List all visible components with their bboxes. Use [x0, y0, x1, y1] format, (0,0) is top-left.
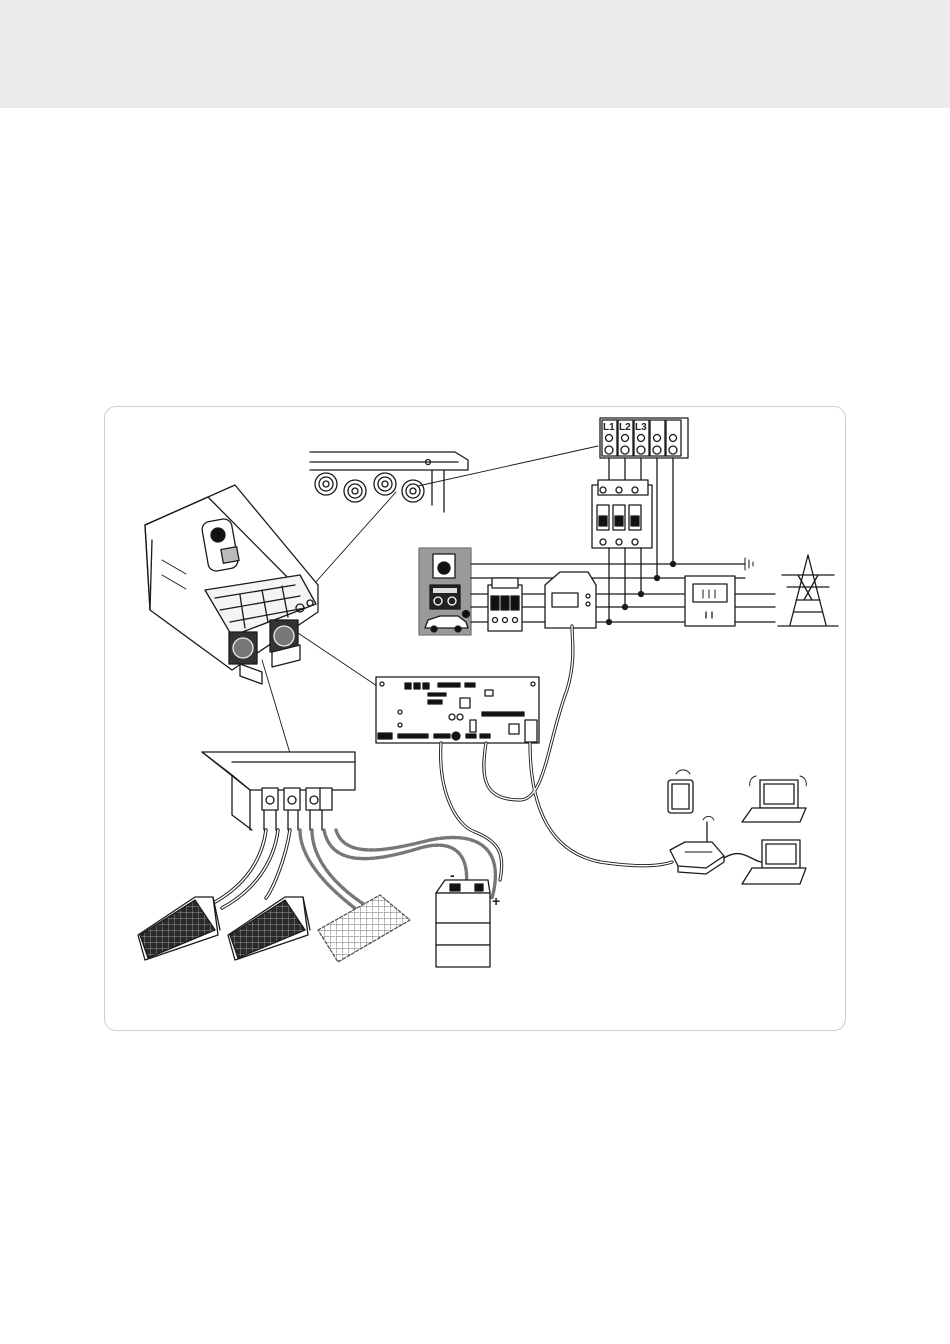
grid-feed-in-meter: [685, 576, 735, 626]
cable-gland-4: [402, 480, 424, 502]
router: [670, 816, 768, 874]
terminal-label-l1: L1: [603, 422, 615, 433]
energy-meter: [545, 572, 596, 628]
cable-gland-1: [315, 473, 337, 495]
tablet: [668, 770, 693, 813]
power-pylon-icon: [778, 555, 838, 626]
washing-machine-icon: [433, 554, 455, 578]
battery-plus-label: +: [492, 893, 500, 909]
solar-panel-1: [138, 897, 220, 960]
line-circuit-breaker: [592, 480, 652, 622]
cable-gland-detail: [310, 452, 468, 512]
smart-communication-board: [376, 677, 539, 743]
optional-solar-panel: [318, 895, 410, 962]
dc-connector-row: [262, 788, 332, 830]
household-loads-panel: [419, 548, 471, 635]
terminal-label-l2: L2: [619, 422, 631, 433]
load-circuit-breaker: [488, 578, 522, 631]
inverter-fan-left: [229, 632, 257, 664]
heat-pump-icon: [430, 585, 460, 609]
battery-stack: - +: [436, 867, 500, 967]
inverter: [145, 485, 318, 684]
cable-gland-2: [344, 480, 366, 502]
cable-gland-3: [374, 473, 396, 495]
laptop-1: [742, 776, 806, 822]
battery-minus-label: -: [450, 867, 455, 883]
inverter-underside-detail: [202, 752, 355, 830]
laptop-2: [742, 840, 806, 884]
solar-panel-2: [228, 897, 310, 960]
terminal-label-l3: L3: [635, 422, 647, 433]
